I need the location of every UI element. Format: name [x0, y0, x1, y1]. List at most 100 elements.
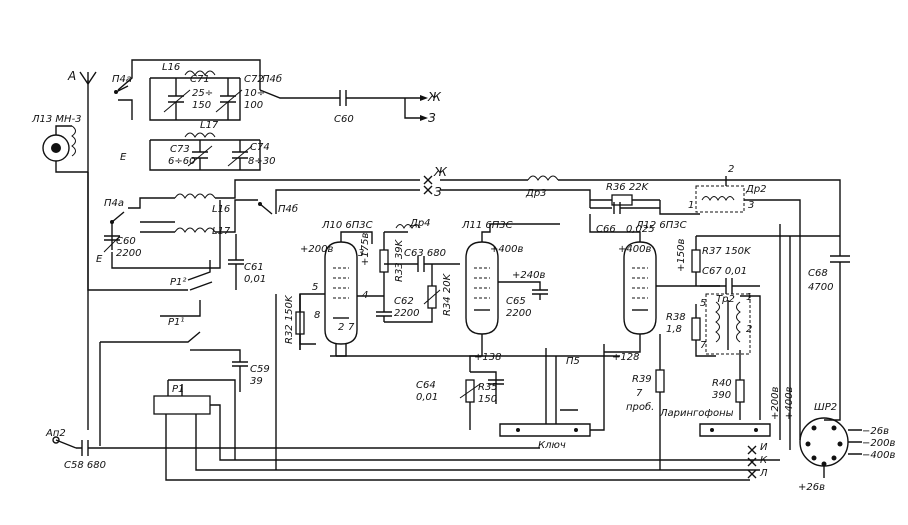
key-switch-icon: [499, 344, 605, 437]
c65-label: C65: [506, 296, 526, 307]
l17-label-mid: L17: [212, 226, 231, 237]
voltage-200-right: +200в: [770, 387, 781, 420]
laryngophones-label: Ларингофоны: [659, 408, 734, 419]
c71-value2: 150: [192, 100, 211, 111]
c68-label: C68: [808, 268, 828, 279]
r32-label: R32 150K: [284, 294, 295, 344]
pin-3-l10: 3: [358, 248, 364, 259]
c60b-value: 2200: [116, 248, 141, 259]
voltage-200-l10: +200в: [300, 244, 333, 255]
tr2-pin-5: 5: [700, 298, 706, 309]
switch-p5-label: П5: [566, 356, 580, 367]
l16-label-top: L16: [162, 62, 180, 73]
dr2-pin-3: 3: [748, 200, 754, 211]
connector-shr2-icon: [799, 417, 862, 478]
r37-label: R37 150K: [702, 246, 752, 257]
c72-value2: 100: [244, 100, 263, 111]
tr2-label: Тр2: [716, 294, 735, 305]
relay-contacts: [99, 260, 248, 446]
pin-2-l10: 2: [338, 322, 344, 333]
c67-label: C67 0,01: [702, 266, 747, 277]
dr4-label: Др4: [409, 218, 431, 229]
r36-c66-network: [590, 194, 700, 215]
input-switch-section: [87, 172, 420, 291]
c72-label: C72: [244, 74, 264, 85]
c71-label: C71: [190, 74, 210, 85]
voltage-128: +128: [612, 352, 639, 363]
c62-label: C62: [394, 296, 414, 307]
voltage-minus-26: −26в: [862, 426, 889, 437]
resistor-r39-icon: [655, 334, 665, 470]
transformer-tr2-icon: [705, 293, 761, 420]
relay-coil-icon: [153, 379, 780, 481]
bottom-bus: [275, 294, 620, 470]
r33-c62-network: [357, 224, 460, 323]
relay-p1-2-label: P1²: [170, 277, 186, 288]
c73-label: C73: [170, 144, 190, 155]
terminals-ikl: [747, 445, 757, 479]
tuning-network: [114, 59, 420, 171]
c63-label: C63 680: [404, 248, 446, 259]
input-jack-icon: [52, 436, 540, 456]
terminal-zh-top: Ж: [427, 90, 442, 104]
c60b-label: C60: [116, 236, 136, 247]
terminal-l: Л: [759, 468, 768, 479]
c73-value: 6÷60: [168, 156, 195, 167]
jack-ap2-label: Ап2: [45, 428, 66, 439]
c66-value: 0,025: [626, 224, 655, 235]
r40-value: 390: [712, 390, 731, 401]
pin-8-l10: 8: [314, 310, 320, 321]
r40-label: R40: [712, 378, 732, 389]
c65-value: 2200: [506, 308, 531, 319]
tr2-pin-2: 2: [746, 324, 752, 335]
c64-label: C64: [416, 380, 436, 391]
voltage-175: +175в: [360, 233, 371, 266]
pin-5-l10: 5: [312, 282, 318, 293]
c72-value1: 10÷: [244, 88, 265, 99]
indicator-lamp-icon: [42, 125, 88, 173]
r34-label: R34 20K: [442, 272, 453, 316]
voltage-400-right: +400в: [784, 387, 795, 420]
right-bus: [700, 179, 850, 450]
voltage-plus-26: +26в: [798, 482, 825, 493]
r38-label: R38: [666, 312, 686, 323]
c74-value: 8÷30: [248, 156, 275, 167]
antenna-label: A: [67, 69, 76, 83]
shr2-label: ШР2: [814, 402, 837, 413]
key-label: Ключ: [538, 440, 566, 451]
l17-label-top: L17: [200, 120, 219, 131]
r38-value: 1,8: [666, 324, 682, 335]
c71-value1: 25÷: [192, 88, 213, 99]
l16-label-mid: L16: [212, 204, 230, 215]
dr2-label: Др2: [745, 184, 767, 195]
r36-label: R36 22K: [606, 182, 650, 193]
voltage-minus-200: −200в: [862, 438, 895, 449]
switch-p4b-label-top: П4б: [262, 73, 282, 85]
dr2-pin-2: 2: [728, 164, 734, 175]
relay-p1-label: P1: [172, 384, 184, 395]
terminal-i: И: [760, 442, 768, 453]
r33-label: R33 39K: [394, 238, 405, 282]
indicator-label: Л13 МН-3: [31, 114, 82, 125]
r37-c67-network: [691, 235, 840, 294]
c74-label: C74: [250, 142, 270, 153]
voltage-400-l12: +400в: [618, 244, 651, 255]
r35-value: 150: [478, 394, 497, 405]
tube-l12-label: Л12 6П3С: [635, 220, 687, 231]
c68-value: 4700: [808, 282, 833, 293]
terminal-z-top: З: [428, 111, 436, 125]
r39-value2: проб.: [626, 401, 654, 413]
tr2-pin-7: 7: [700, 340, 707, 351]
tube-l11-label: Л11 6П3С: [461, 220, 513, 231]
ground-label-mid: E: [96, 254, 103, 265]
resistor-r40-icon: [735, 379, 745, 420]
voltage-240: +240в: [512, 270, 545, 281]
tube-l10-label: Л10 6П3С: [321, 220, 373, 231]
dr2-icon: [695, 176, 801, 440]
terminal-k: К: [760, 455, 768, 466]
c62-value: 2200: [394, 308, 419, 319]
c59-value: 39: [250, 376, 263, 387]
switch-p4a-label-mid: П4а: [104, 198, 124, 209]
r39-value1: 7: [636, 388, 643, 399]
